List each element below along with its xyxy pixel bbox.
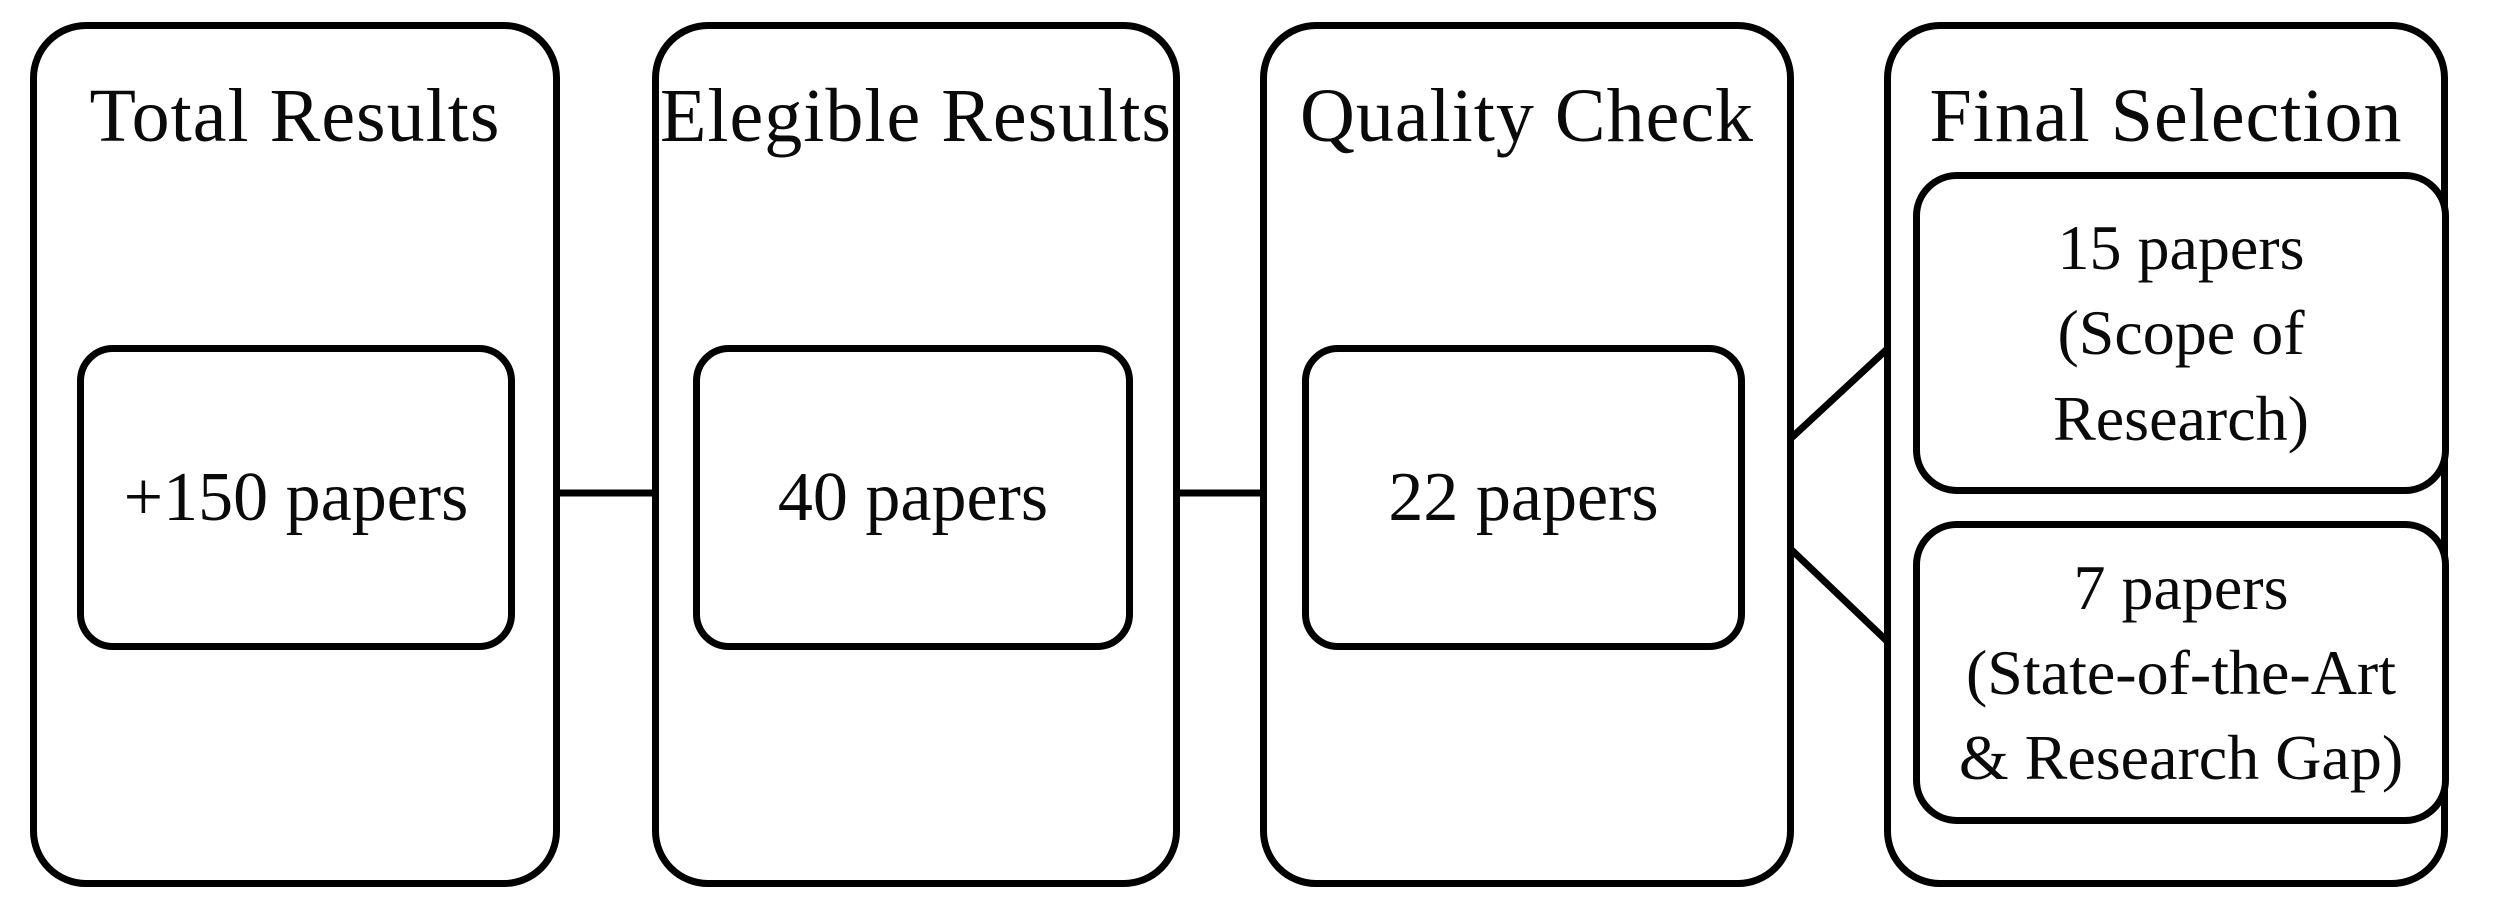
node-total-results-count: +150 papers (77, 345, 515, 650)
panel-quality-check: Quality Check 22 papers (1260, 22, 1794, 887)
node-elegible-results-count: 40 papers (693, 345, 1133, 650)
node-label-line: (Scope of (2057, 297, 2305, 369)
panel-total-results-title: Total Results (89, 74, 501, 158)
node-scope-of-research: 15 papers (Scope of Research) (1913, 172, 2449, 494)
node-label: +150 papers (123, 458, 469, 536)
node-quality-check-count: 22 papers (1302, 345, 1745, 650)
node-label-line: & Research Gap) (1958, 722, 2404, 794)
panel-elegible-results-title: Elegible Results (659, 74, 1173, 158)
panel-total-results: Total Results +150 papers (30, 22, 560, 887)
node-label-line: Research) (2053, 382, 2309, 454)
panel-final-selection: Final Selection 15 papers (Scope of Rese… (1884, 22, 2449, 887)
node-label-line: 7 papers (2073, 551, 2289, 623)
panel-elegible-results: Elegible Results 40 papers (652, 22, 1180, 887)
node-label: 40 papers (777, 458, 1049, 536)
panel-quality-check-title: Quality Check (1299, 74, 1755, 158)
node-label-line: (State-of-the-Art (1965, 636, 2397, 708)
node-label-line: 15 papers (2057, 212, 2305, 284)
panel-final-selection-title: Final Selection (1929, 74, 2403, 158)
node-label: 22 papers (1388, 458, 1659, 536)
node-state-of-the-art-research-gap: 7 papers (State-of-the-Art & Research Ga… (1913, 521, 2449, 824)
